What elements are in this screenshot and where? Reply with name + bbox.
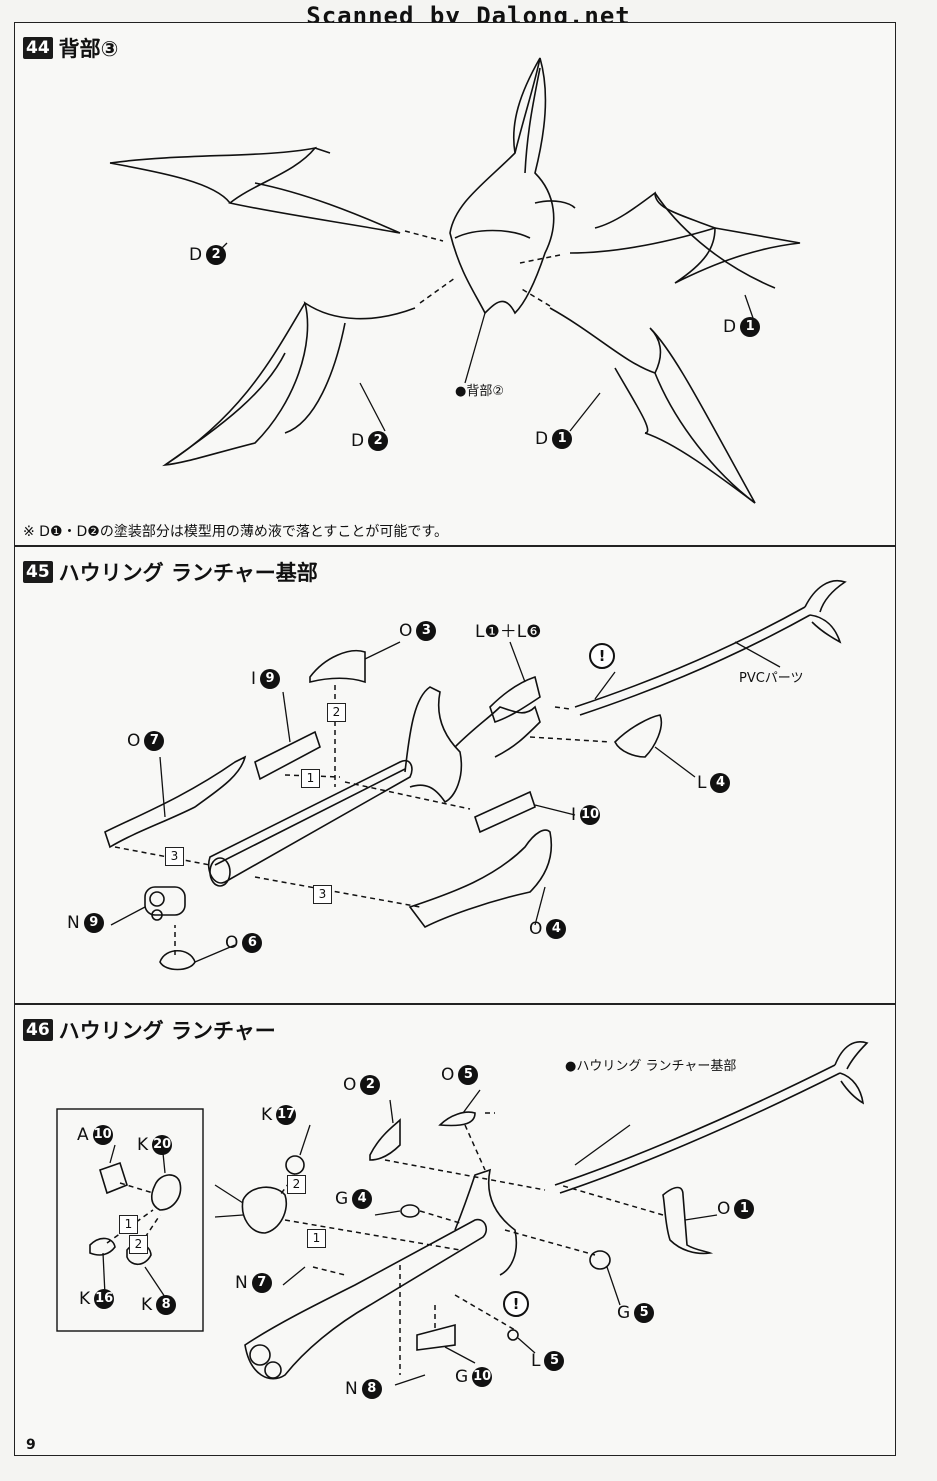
part-number-badge: 16 <box>94 1289 115 1309</box>
part-number-badge: 9 <box>260 669 281 689</box>
step-45-header: 45 ハウリング ランチャー基部 <box>23 557 318 587</box>
label-launcher-base: ●ハウリング ランチャー基部 <box>565 1059 737 1074</box>
part-number-badge: 10 <box>92 1125 113 1145</box>
label-o4: O 4 <box>529 919 567 939</box>
label-i10: I 10 <box>571 805 601 825</box>
label-l5: L 5 <box>531 1351 565 1371</box>
part-number-badge: 9 <box>83 913 104 933</box>
label-g10: G 10 <box>455 1367 493 1387</box>
step-title: ハウリング ランチャー基部 <box>58 561 318 585</box>
label-d2-bottom: D 2 <box>351 431 389 451</box>
part-number-badge: 2 <box>360 1075 381 1095</box>
sub-step-2a: 2 <box>129 1235 148 1254</box>
step-44-header: 44 背部③ <box>23 33 118 63</box>
caution-icon: ! <box>503 1291 529 1317</box>
part-number-badge: 10 <box>580 805 601 825</box>
part-number-badge: 3 <box>416 621 437 641</box>
label-i9: I 9 <box>251 669 281 689</box>
part-number-badge: 5 <box>634 1303 655 1323</box>
label-back-2: ●背部② <box>455 384 504 399</box>
label-o5: O 5 <box>441 1065 479 1085</box>
label-o7: O 7 <box>127 731 165 751</box>
sub-step-1: 1 <box>301 769 320 788</box>
launcher-assembly-illustration <box>56 1041 869 1386</box>
step-46-panel: 46 ハウリング ランチャー <box>14 1004 896 1456</box>
part-number-badge: 1 <box>552 429 573 449</box>
sub-step-1b: 1 <box>307 1229 326 1248</box>
caution-icon: ! <box>589 643 615 669</box>
part-number-badge: 5 <box>458 1065 479 1085</box>
step-number: 45 <box>23 561 53 583</box>
label-d2-top: D 2 <box>189 245 227 265</box>
step-title: 背部③ <box>58 37 119 61</box>
part-number-badge: 2 <box>368 431 389 451</box>
label-g5: G 5 <box>617 1303 655 1323</box>
sub-step-3b: 3 <box>313 885 332 904</box>
label-a10: A 10 <box>77 1125 113 1145</box>
label-o1: O 1 <box>717 1199 755 1219</box>
part-number-badge: 2 <box>206 245 227 265</box>
part-number-badge: 1 <box>740 317 761 337</box>
part-number-badge: 1 <box>734 1199 755 1219</box>
part-number-badge: 5 <box>544 1351 565 1371</box>
label-l1-l6: L❶＋L❻ <box>475 622 542 642</box>
label-d1-right: D 1 <box>723 317 761 337</box>
label-o3: O 3 <box>399 621 437 641</box>
label-n7: N 7 <box>235 1273 272 1293</box>
part-number-badge: 20 <box>152 1135 173 1155</box>
paint-removal-note: ※ D❶・D❷の塗装部分は模型用の薄め液で落とすことが可能です。 <box>23 524 449 540</box>
sub-step-2b: 2 <box>287 1175 306 1194</box>
part-number-badge: 6 <box>242 933 263 953</box>
label-k17: K 17 <box>261 1105 297 1125</box>
page-number: 9 <box>26 1437 36 1453</box>
step-46-header: 46 ハウリング ランチャー <box>23 1015 276 1045</box>
part-number-badge: 17 <box>276 1105 297 1125</box>
sub-step-2: 2 <box>327 703 346 722</box>
wing-assembly-illustration <box>109 57 801 504</box>
step-45-panel: 45 ハウリング ランチャー基部 <box>14 546 896 1004</box>
label-k8: K 8 <box>141 1295 177 1315</box>
label-k16: K 16 <box>79 1289 115 1309</box>
part-number-badge: 4 <box>352 1189 373 1209</box>
label-k20: K 20 <box>137 1135 173 1155</box>
label-d1-bottom: D 1 <box>535 429 573 449</box>
sub-step-1a: 1 <box>119 1215 138 1234</box>
label-n9: N 9 <box>67 913 104 933</box>
part-number-badge: 8 <box>361 1379 382 1399</box>
part-number-badge: 7 <box>251 1273 272 1293</box>
label-g4: G 4 <box>335 1189 373 1209</box>
label-pvc-parts: PVCパーツ <box>739 671 804 686</box>
part-number-badge: 4 <box>546 919 567 939</box>
label-l4: L 4 <box>697 773 731 793</box>
part-number-badge: 7 <box>144 731 165 751</box>
launcher-base-illustration <box>104 580 847 971</box>
sub-step-3a: 3 <box>165 847 184 866</box>
part-number-badge: 8 <box>156 1295 177 1315</box>
part-number-badge: 10 <box>472 1367 493 1387</box>
step-number: 46 <box>23 1019 53 1041</box>
step-title: ハウリング ランチャー <box>58 1019 276 1043</box>
step-44-panel: 44 背部③ <box>14 22 896 546</box>
part-number-badge: 4 <box>710 773 731 793</box>
label-o6: O 6 <box>225 933 263 953</box>
step-number: 44 <box>23 37 53 59</box>
label-o2: O 2 <box>343 1075 381 1095</box>
label-n8: N 8 <box>345 1379 382 1399</box>
